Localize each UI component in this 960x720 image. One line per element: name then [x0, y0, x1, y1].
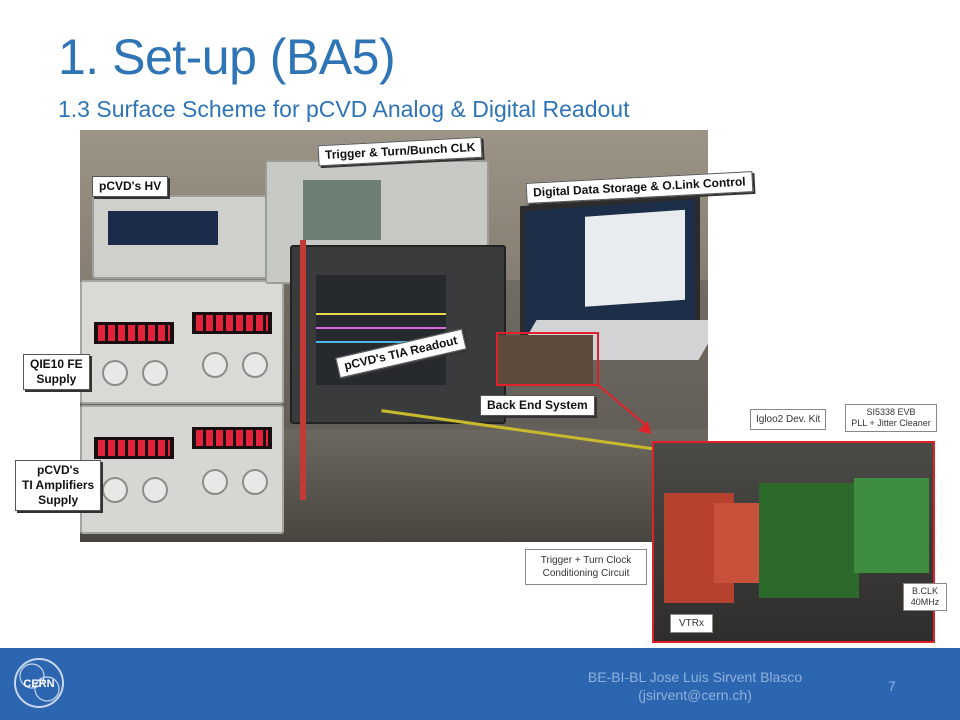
label-line: B.CLK — [911, 586, 938, 596]
inset-board-igloo2 — [759, 483, 859, 598]
trace-yellow — [316, 313, 446, 315]
callout-line: Supply — [36, 372, 77, 386]
back-end-inset-photo — [652, 441, 935, 643]
ti-amplifier-power-supply — [80, 405, 284, 534]
led-display — [94, 437, 174, 459]
knob — [242, 352, 268, 378]
knob — [202, 352, 228, 378]
footer-author: BE-BI-BL Jose Luis Sirvent Blasco (jsirv… — [540, 668, 850, 704]
page-number: 7 — [888, 678, 896, 694]
back-end-board — [498, 335, 593, 385]
callout-qie10: QIE10 FE Supply — [23, 354, 90, 390]
hv-source-instrument — [92, 195, 276, 279]
slide-subtitle: 1.3 Surface Scheme for pCVD Analog & Dig… — [58, 96, 630, 122]
generator-screen — [303, 180, 381, 240]
author-email: (jsirvent@cern.ch) — [638, 687, 752, 703]
label-line: Conditioning Circuit — [542, 568, 630, 579]
oscilloscope — [290, 245, 506, 424]
led-display — [192, 312, 272, 334]
led-display — [192, 427, 272, 449]
knob — [142, 477, 168, 503]
label-line: SI5338 EVB — [866, 407, 916, 417]
trace-pink — [316, 327, 446, 329]
label-trigger-conditioning: Trigger + Turn Clock Conditioning Circui… — [525, 549, 647, 585]
led-display — [94, 322, 174, 344]
back-end-highlight — [496, 332, 599, 386]
laptop-window — [585, 209, 685, 307]
cable-red — [300, 240, 306, 500]
hv-display — [108, 211, 218, 245]
label-line: 40MHz — [910, 597, 940, 607]
label-line: Trigger + Turn Clock — [540, 555, 632, 566]
callout-back-end: Back End System — [480, 395, 595, 416]
knob — [202, 469, 228, 495]
label-line: PLL + Jitter Cleaner — [851, 418, 931, 428]
author-name: BE-BI-BL Jose Luis Sirvent Blasco — [587, 669, 803, 685]
knob — [102, 360, 128, 386]
knob — [242, 469, 268, 495]
label-bclk: B.CLK 40MHz — [903, 583, 947, 611]
callout-ti-amplifiers: pCVD's TI Amplifiers Supply — [15, 460, 102, 511]
knob — [102, 477, 128, 503]
callout-hv: pCVD's HV — [92, 176, 169, 197]
cern-logo-text: CERN — [23, 678, 54, 690]
cern-logo-icon: CERN — [14, 658, 64, 708]
knob — [142, 360, 168, 386]
label-vtrx: VTRx — [670, 614, 713, 633]
callout-line: QIE10 FE — [30, 357, 83, 371]
slide-title: 1. Set-up (BA5) — [58, 29, 396, 85]
label-si5338: SI5338 EVB PLL + Jitter Cleaner — [845, 404, 937, 432]
trace-blue — [316, 341, 446, 343]
callout-line: pCVD's — [37, 463, 80, 477]
label-igloo2: Igloo2 Dev. Kit — [750, 409, 827, 430]
callout-line: TI Amplifiers — [22, 478, 95, 492]
slide-footer: CERN BE-BI-BL Jose Luis Sirvent Blasco (… — [0, 648, 960, 720]
inset-board-si5338 — [854, 478, 929, 573]
qie10-power-supply — [80, 280, 284, 404]
callout-line: Supply — [38, 493, 79, 507]
